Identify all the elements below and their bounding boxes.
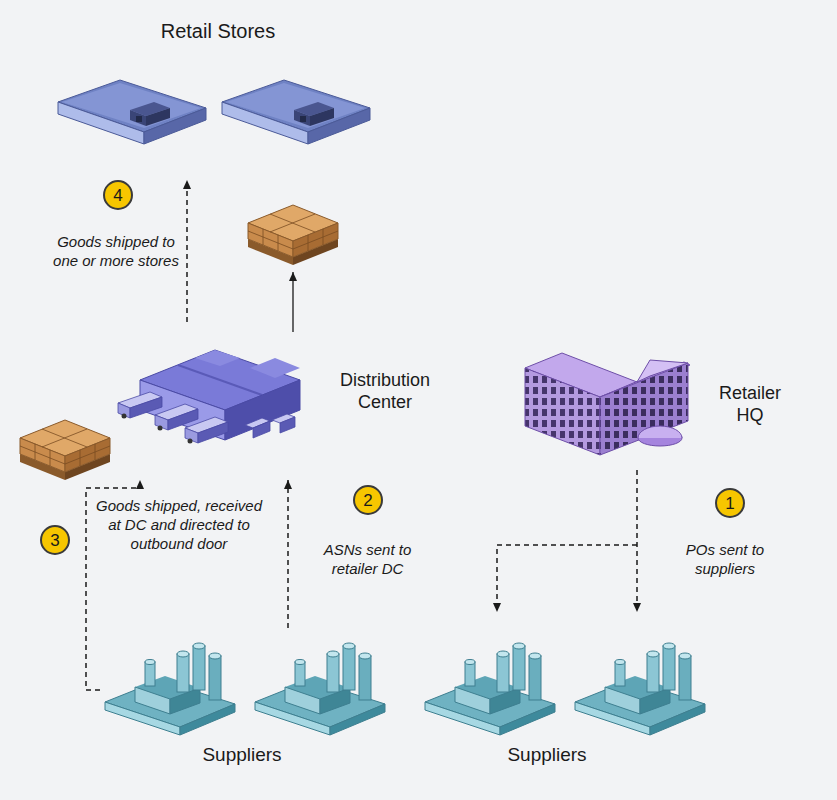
callout-number: 1: [715, 488, 745, 518]
flow-line: [636, 470, 638, 612]
edge-label: POs sent to suppliers: [660, 540, 790, 578]
callout-number: 3: [40, 525, 70, 555]
node-label: Distribution Center: [325, 370, 445, 413]
edge-label: ASNs sent to retailer DC: [305, 540, 430, 578]
flow-arrow: [288, 480, 289, 628]
node-label: Retail Stores: [143, 19, 293, 43]
flow-line: [186, 180, 188, 322]
store-group: Retail Stores: [50, 15, 425, 180]
edge-label: Goods shipped to one or more stores: [50, 232, 182, 270]
distribution-center: Distribution Center: [112, 322, 477, 480]
supplier-group: Suppliers: [420, 612, 720, 770]
flow-arrow: [497, 470, 637, 612]
flow-line: [287, 480, 289, 628]
node-label: Suppliers: [487, 744, 607, 767]
edge-label: Goods shipped, received at DC and direct…: [96, 496, 262, 553]
node-label: Suppliers: [182, 744, 302, 767]
flow-line: [497, 545, 637, 612]
supplier-group: Suppliers: [100, 628, 415, 770]
callout-number: 4: [103, 180, 133, 210]
callout-number: 2: [353, 485, 383, 515]
node-label: Retailer HQ: [705, 383, 795, 426]
retailer-hq: Retailer HQ: [515, 338, 815, 470]
flow-arrow: [187, 180, 188, 322]
